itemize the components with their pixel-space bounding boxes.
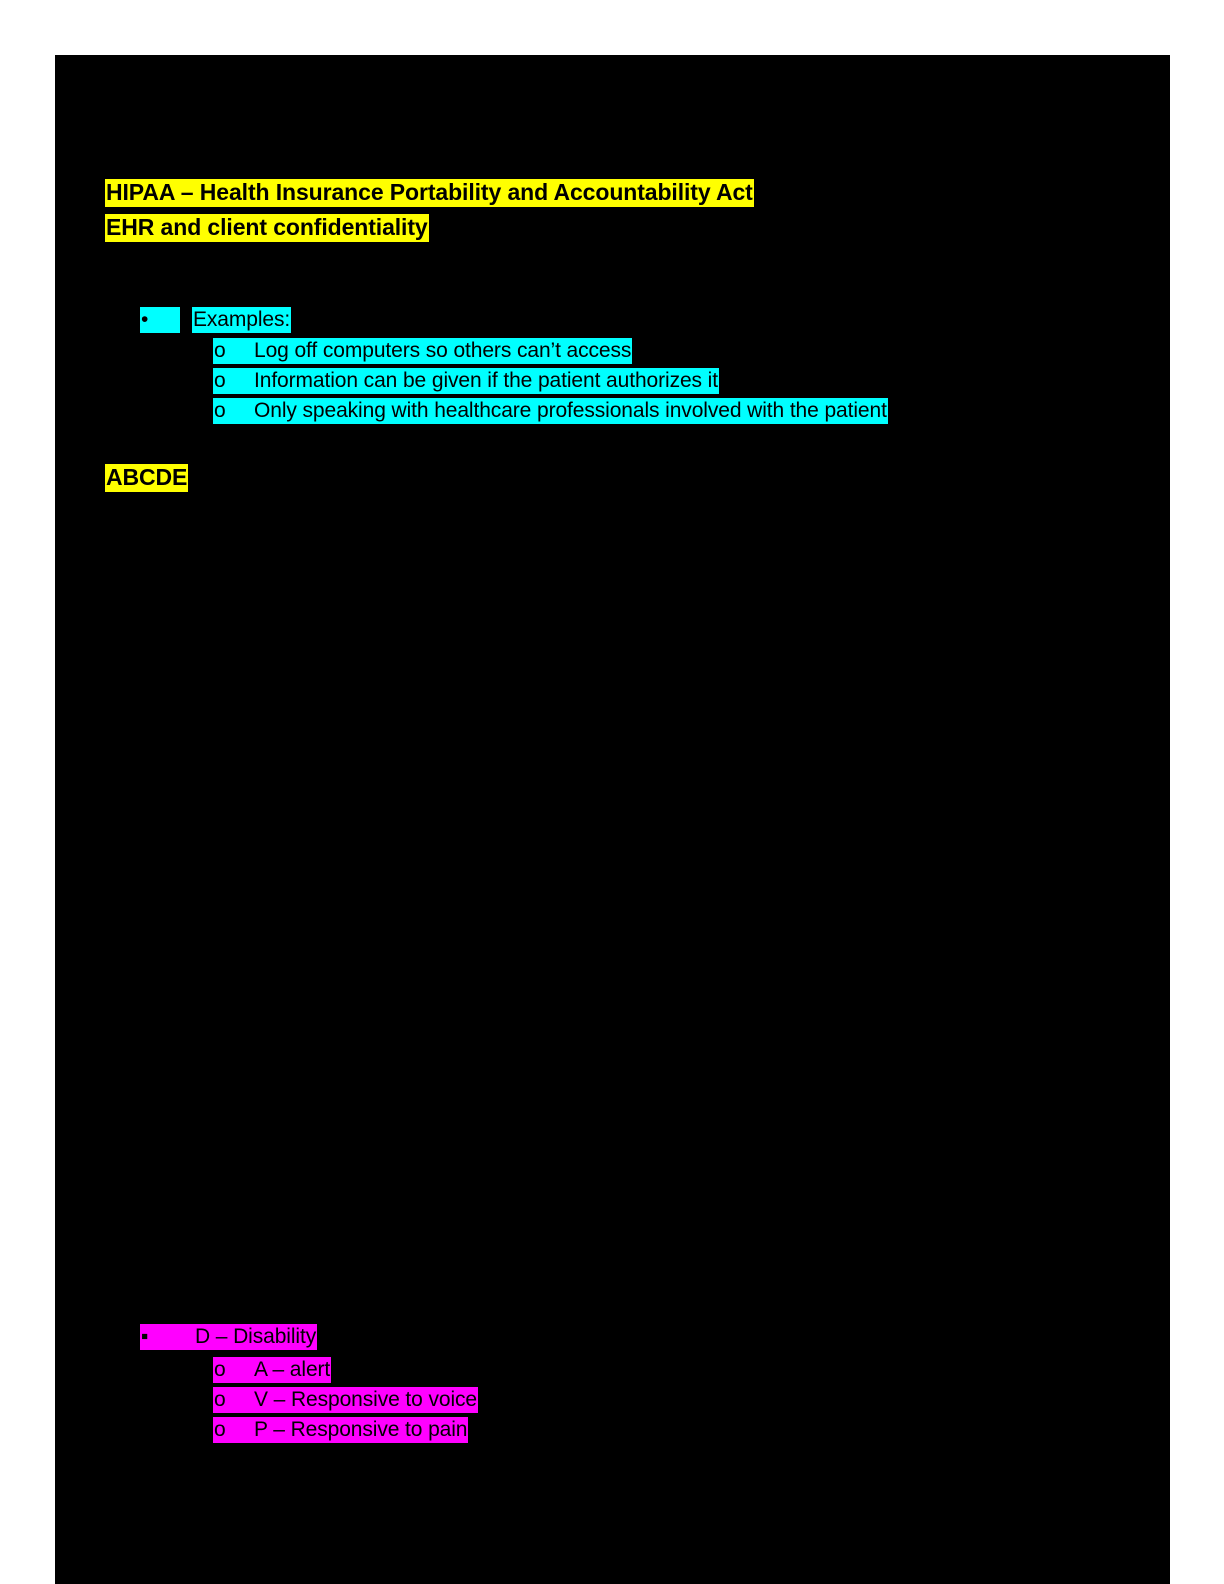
heading-line-1: HIPAA – Health Insurance Portability and… bbox=[105, 179, 754, 207]
disc-bullet-icon: • bbox=[140, 307, 180, 333]
heading-line-2: EHR and client confidentiality bbox=[105, 214, 429, 242]
disability-item-text-3: P – Responsive to pain bbox=[253, 1417, 469, 1443]
o-bullet-icon: o bbox=[213, 338, 253, 364]
heading-line-2-text: EHR and client confidentiality bbox=[105, 214, 429, 242]
examples-item-text-2: Information can be given if the patient … bbox=[253, 368, 719, 394]
disability-item-text-2: V – Responsive to voice bbox=[253, 1387, 478, 1413]
abcde-heading: ABCDE bbox=[105, 464, 189, 492]
document-page: HIPAA – Health Insurance Portability and… bbox=[55, 55, 1170, 1584]
o-bullet-icon: o bbox=[213, 1357, 253, 1383]
o-bullet-icon: o bbox=[213, 368, 253, 394]
heading-line-1-text: HIPAA – Health Insurance Portability and… bbox=[105, 179, 754, 207]
examples-item-text-3: Only speaking with healthcare profession… bbox=[253, 398, 888, 424]
square-bullet-icon: ▪ bbox=[140, 1324, 194, 1350]
abcde-heading-text: ABCDE bbox=[105, 464, 189, 492]
disability-bullet-label: D – Disability bbox=[194, 1324, 318, 1350]
o-bullet-icon: o bbox=[213, 1387, 253, 1413]
examples-item-text-1: Log off computers so others can’t access bbox=[253, 338, 633, 364]
o-bullet-icon: o bbox=[213, 398, 253, 424]
disability-item-text-1: A – alert bbox=[253, 1357, 332, 1383]
examples-bullet-label: Examples: bbox=[192, 307, 292, 333]
examples-bullet-row: • Examples: bbox=[140, 307, 292, 333]
o-bullet-icon: o bbox=[213, 1417, 253, 1443]
disability-bullet-row: ▪D – Disability bbox=[140, 1324, 318, 1350]
